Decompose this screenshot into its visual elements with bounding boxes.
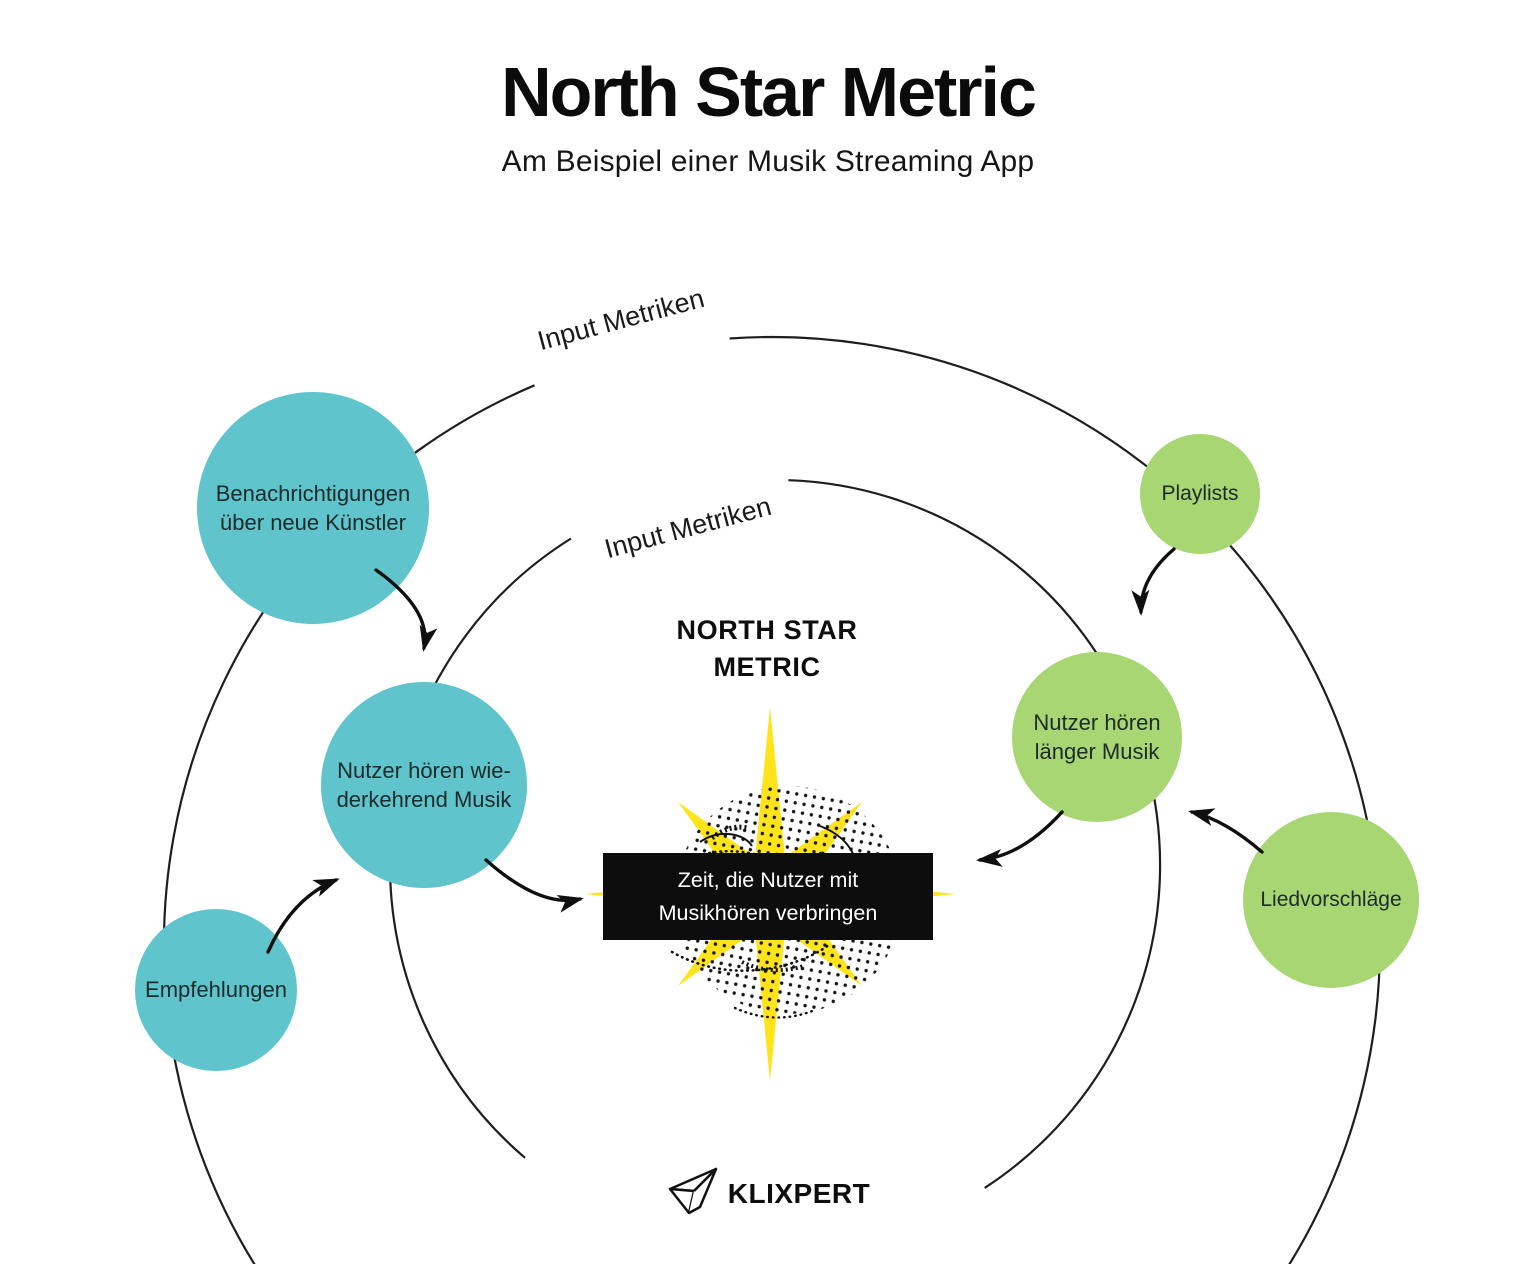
heading-line: NORTH STAR [676, 615, 858, 645]
node-benachrichtigungen-ueber-neue-kuenstler: Benachrichtigungen über neue Künstler [197, 392, 429, 624]
outer-orbit-arc [162, 335, 1382, 1264]
node-label-line: Benachrichtigungen [215, 480, 411, 506]
node-label-line: Nutzer hören [1033, 709, 1161, 735]
metric-line: Zeit, die Nutzer mit [677, 868, 859, 893]
node-label-line: länger Musik [1034, 739, 1160, 764]
node-empfehlungen: Empfehlungen [135, 909, 297, 1071]
paper-plane-icon [666, 1162, 720, 1225]
node-label-line: Playlists [1161, 482, 1239, 506]
node-nutzer-hoeren-laenger-musik: Nutzer hören länger Musik [1012, 652, 1182, 822]
node-label-line: Nutzer hören wie- [337, 757, 511, 783]
metric-line: Musikhören verbringen [658, 900, 878, 925]
node-label-line: derkehrend Musik [336, 787, 512, 812]
title-block: North Star Metric Am Beispiel einer Musi… [0, 54, 1536, 179]
node-liedvorschlaege: Liedvorschläge [1243, 812, 1419, 988]
node-label-line: Empfehlungen [145, 977, 287, 1003]
node-label-line: über neue Künstler [220, 510, 406, 535]
page-title: North Star Metric [501, 53, 1037, 131]
klixpert-logo: KLIXPERT [0, 1162, 1536, 1225]
page-subtitle: Am Beispiel einer Musik Streaming App [501, 145, 1035, 178]
metric-value-box: Zeit, die Nutzer mit Musikhören verbring… [603, 853, 933, 940]
logo-text: KLIXPERT [727, 1177, 871, 1209]
north-star-metric-heading: NORTH STAR METRIC [567, 612, 967, 687]
node-nutzer-hoeren-wiederkehrend-musik: Nutzer hören wie- derkehrend Musik [321, 682, 527, 888]
node-playlists: Playlists [1140, 434, 1260, 554]
heading-line: METRIC [713, 652, 821, 683]
node-label-line: Liedvorschläge [1260, 888, 1402, 912]
